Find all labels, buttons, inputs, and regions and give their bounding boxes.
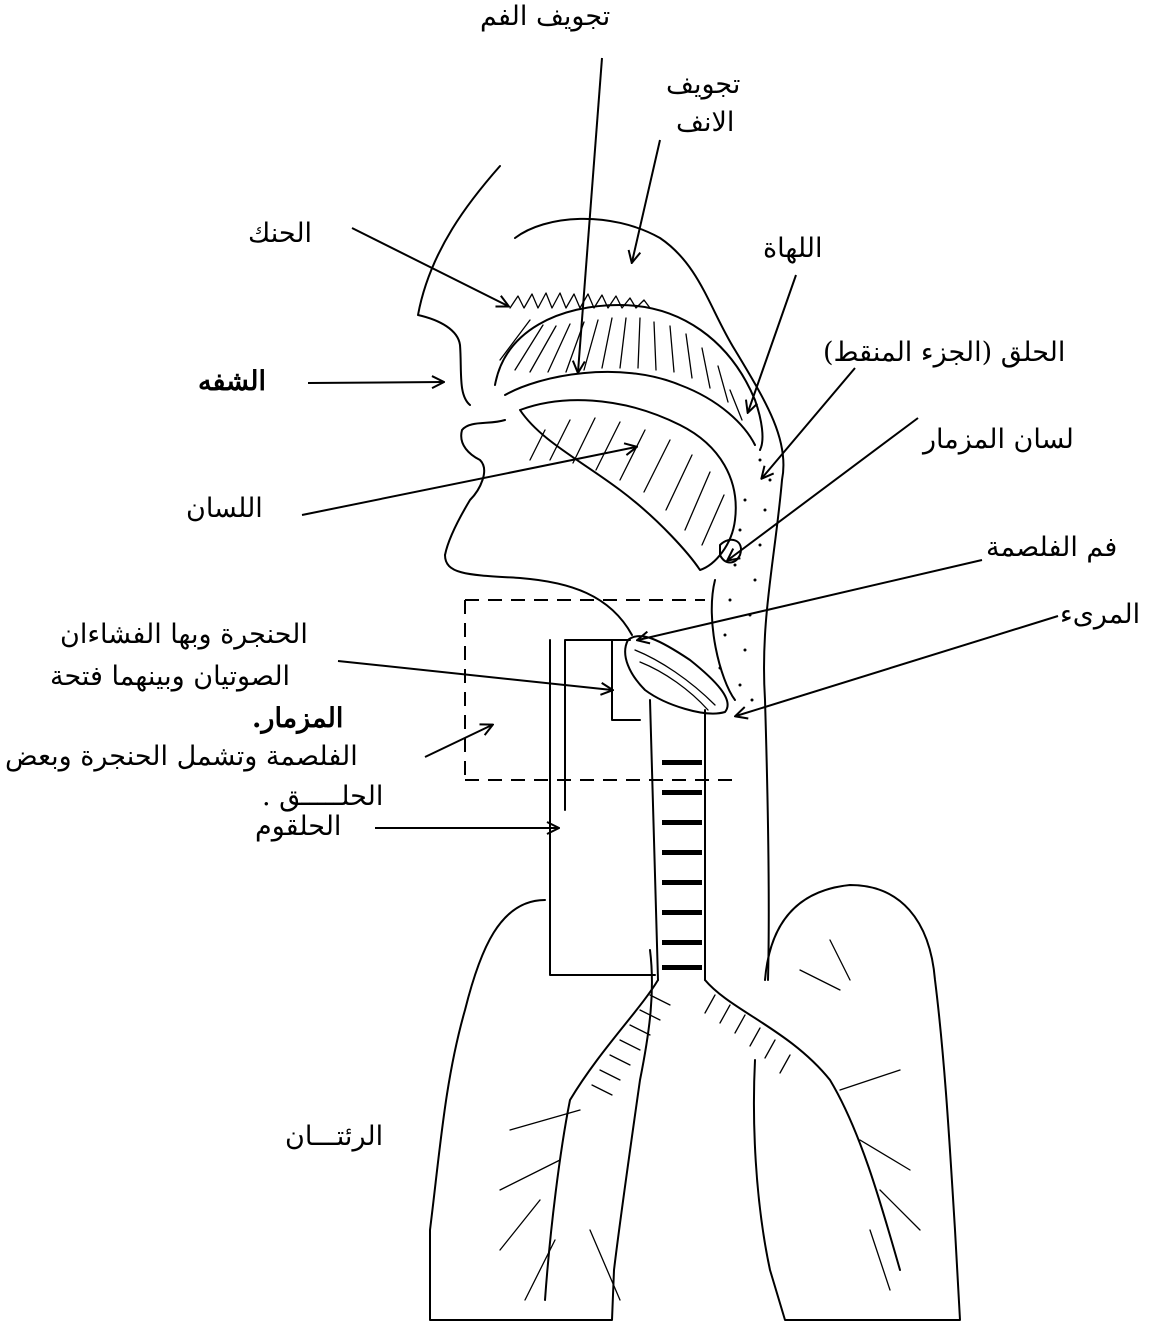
trachea-outline xyxy=(650,700,705,980)
label-larynx-line3: المزمار. xyxy=(252,702,343,736)
arrow-nasal-cavity xyxy=(632,140,660,262)
label-uvula: اللهاة xyxy=(763,232,822,266)
larynx-folds xyxy=(635,650,715,710)
left-lung-branches xyxy=(500,1110,620,1300)
arrow-mouth-cavity xyxy=(578,58,602,372)
arrow-larynx xyxy=(338,661,612,690)
left-lung xyxy=(430,900,652,1320)
trachea-rings xyxy=(662,760,702,970)
label-trachea: الحلقوم xyxy=(255,810,341,844)
label-glottis-region-line1: الفلصمة وتشمل الحنجرة وبعض xyxy=(5,740,358,774)
arrow-glottis-mouth xyxy=(638,560,982,640)
arrow-pharynx xyxy=(762,368,855,478)
label-glottis-region-line2: الحلـــــق . xyxy=(262,780,383,814)
label-lip: الشفه xyxy=(198,365,266,399)
label-larynx-line1: الحنجرة وبها الفشاءان xyxy=(60,618,308,652)
arrow-palate xyxy=(352,228,508,306)
bronchi-hatch xyxy=(592,995,790,1095)
arrow-epiglottis xyxy=(728,418,918,560)
arrow-uvula xyxy=(748,275,796,412)
right-lung xyxy=(754,885,960,1320)
chin-outline xyxy=(445,555,632,635)
lower-lip-outline xyxy=(445,420,505,555)
label-mouth-cavity: تجويف الفم xyxy=(480,0,610,34)
arrow-tongue xyxy=(302,447,636,515)
label-esophagus: المرىء xyxy=(1060,598,1140,632)
arrow-glottis-region xyxy=(425,725,492,757)
arrow-lip xyxy=(308,382,443,383)
label-epiglottis: لسان المزمار xyxy=(923,423,1074,457)
tongue-hatch xyxy=(530,418,724,545)
arrow-esophagus xyxy=(736,616,1058,716)
tongue-outline xyxy=(520,400,736,570)
label-tongue: اللسان xyxy=(186,492,263,526)
bronchi-outline xyxy=(545,980,900,1300)
label-larynx-line2: الصوتيان وبينهما فتحة xyxy=(50,660,290,694)
right-lung-branches xyxy=(800,940,920,1290)
label-nasal-cavity-line2: الانف xyxy=(676,106,734,140)
label-palate: الحنك xyxy=(248,217,312,251)
rectangle-outline-1 xyxy=(565,640,630,810)
label-lungs: الرئتـــان xyxy=(285,1120,383,1154)
label-glottis-mouth: فم الفلصمة xyxy=(986,531,1117,565)
label-pharynx: الحلق (الجزء المنقط) xyxy=(823,336,1065,370)
label-nasal-cavity-line1: تجويف xyxy=(666,68,740,102)
head-outline xyxy=(418,166,500,405)
